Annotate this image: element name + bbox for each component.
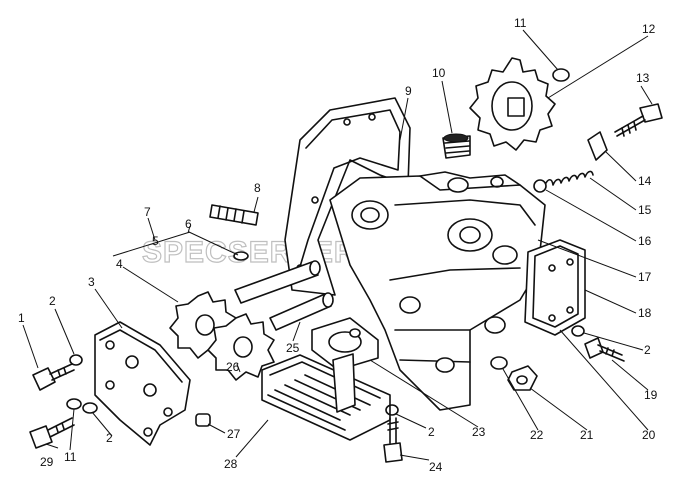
- callout-22: 22: [530, 428, 544, 442]
- part-lock-washer-left-upper: [69, 354, 83, 366]
- part-key: [233, 251, 249, 261]
- callout-28: 28: [224, 457, 238, 471]
- callout-21: 21: [580, 428, 594, 442]
- callout-26: 26: [226, 360, 240, 374]
- part-bolt-left-upper: [32, 363, 75, 391]
- callout-12: 12: [642, 22, 656, 36]
- callout-29: 29: [40, 455, 54, 469]
- part-bolt-right: [584, 337, 625, 362]
- callout-4: 4: [116, 257, 123, 271]
- callout-3: 3: [88, 275, 95, 289]
- callout-18: 18: [638, 306, 652, 320]
- part-bolt-left-lower: [29, 417, 75, 449]
- part-nut: [507, 365, 538, 391]
- callout-24: 24: [429, 460, 443, 474]
- callout-9: 9: [405, 84, 412, 98]
- part-adjusting-screw: [614, 103, 663, 137]
- part-oil-strainer: [261, 353, 391, 441]
- part-gear-cover-plate: [94, 321, 191, 446]
- callout-1: 1: [18, 311, 25, 325]
- part-ball: [533, 179, 547, 193]
- leader-lines: [22, 29, 653, 461]
- callout-19: 19: [644, 388, 658, 402]
- part-drive-shaft: [234, 260, 321, 304]
- callout-20: 20: [642, 428, 656, 442]
- callout-10: 10: [432, 66, 446, 80]
- part-washer: [490, 356, 508, 370]
- callout-2-bottom-mid: 2: [428, 425, 435, 439]
- callout-27: 27: [227, 427, 241, 441]
- callout-17: 17: [638, 270, 652, 284]
- callout-7: 7: [144, 205, 151, 219]
- callout-labels: 1 2 3 4 5 6 7 8 9 10 11 12 13 14 15 16 1…: [18, 16, 658, 474]
- callout-11-bottom: 11: [64, 450, 77, 464]
- part-gear-driven: [207, 313, 275, 381]
- part-plug: [442, 133, 471, 159]
- callout-2-bottom-left: 2: [106, 431, 113, 445]
- callout-5: 5: [152, 234, 159, 248]
- part-lock-washer-left-lower: [82, 402, 98, 414]
- part-lock-washer-right: [571, 325, 585, 337]
- part-sprocket: [469, 57, 556, 151]
- part-retaining-ring-lower: [66, 398, 82, 410]
- part-bolt-bottom: [383, 417, 403, 463]
- callout-13: 13: [636, 71, 650, 85]
- part-bushing: [195, 413, 211, 427]
- part-spring: [544, 170, 594, 186]
- callout-16: 16: [638, 234, 652, 248]
- callout-2-right: 2: [644, 343, 651, 357]
- part-driven-shaft: [269, 292, 334, 331]
- callout-8: 8: [254, 181, 261, 195]
- part-strainer-flange: [311, 317, 379, 371]
- callout-15: 15: [638, 203, 652, 217]
- part-cover: [524, 239, 586, 336]
- callout-25: 25: [286, 341, 300, 355]
- part-pump-body: [329, 171, 546, 411]
- part-lock-washer-mid: [385, 404, 399, 416]
- callout-11: 11: [514, 16, 527, 30]
- part-retaining-ring: [552, 68, 570, 82]
- callout-23: 23: [472, 425, 486, 439]
- callout-6: 6: [185, 217, 192, 231]
- callout-2: 2: [49, 294, 56, 308]
- part-spring-washer: [587, 131, 608, 161]
- callout-14: 14: [638, 174, 652, 188]
- part-dowel-pin: [209, 204, 259, 226]
